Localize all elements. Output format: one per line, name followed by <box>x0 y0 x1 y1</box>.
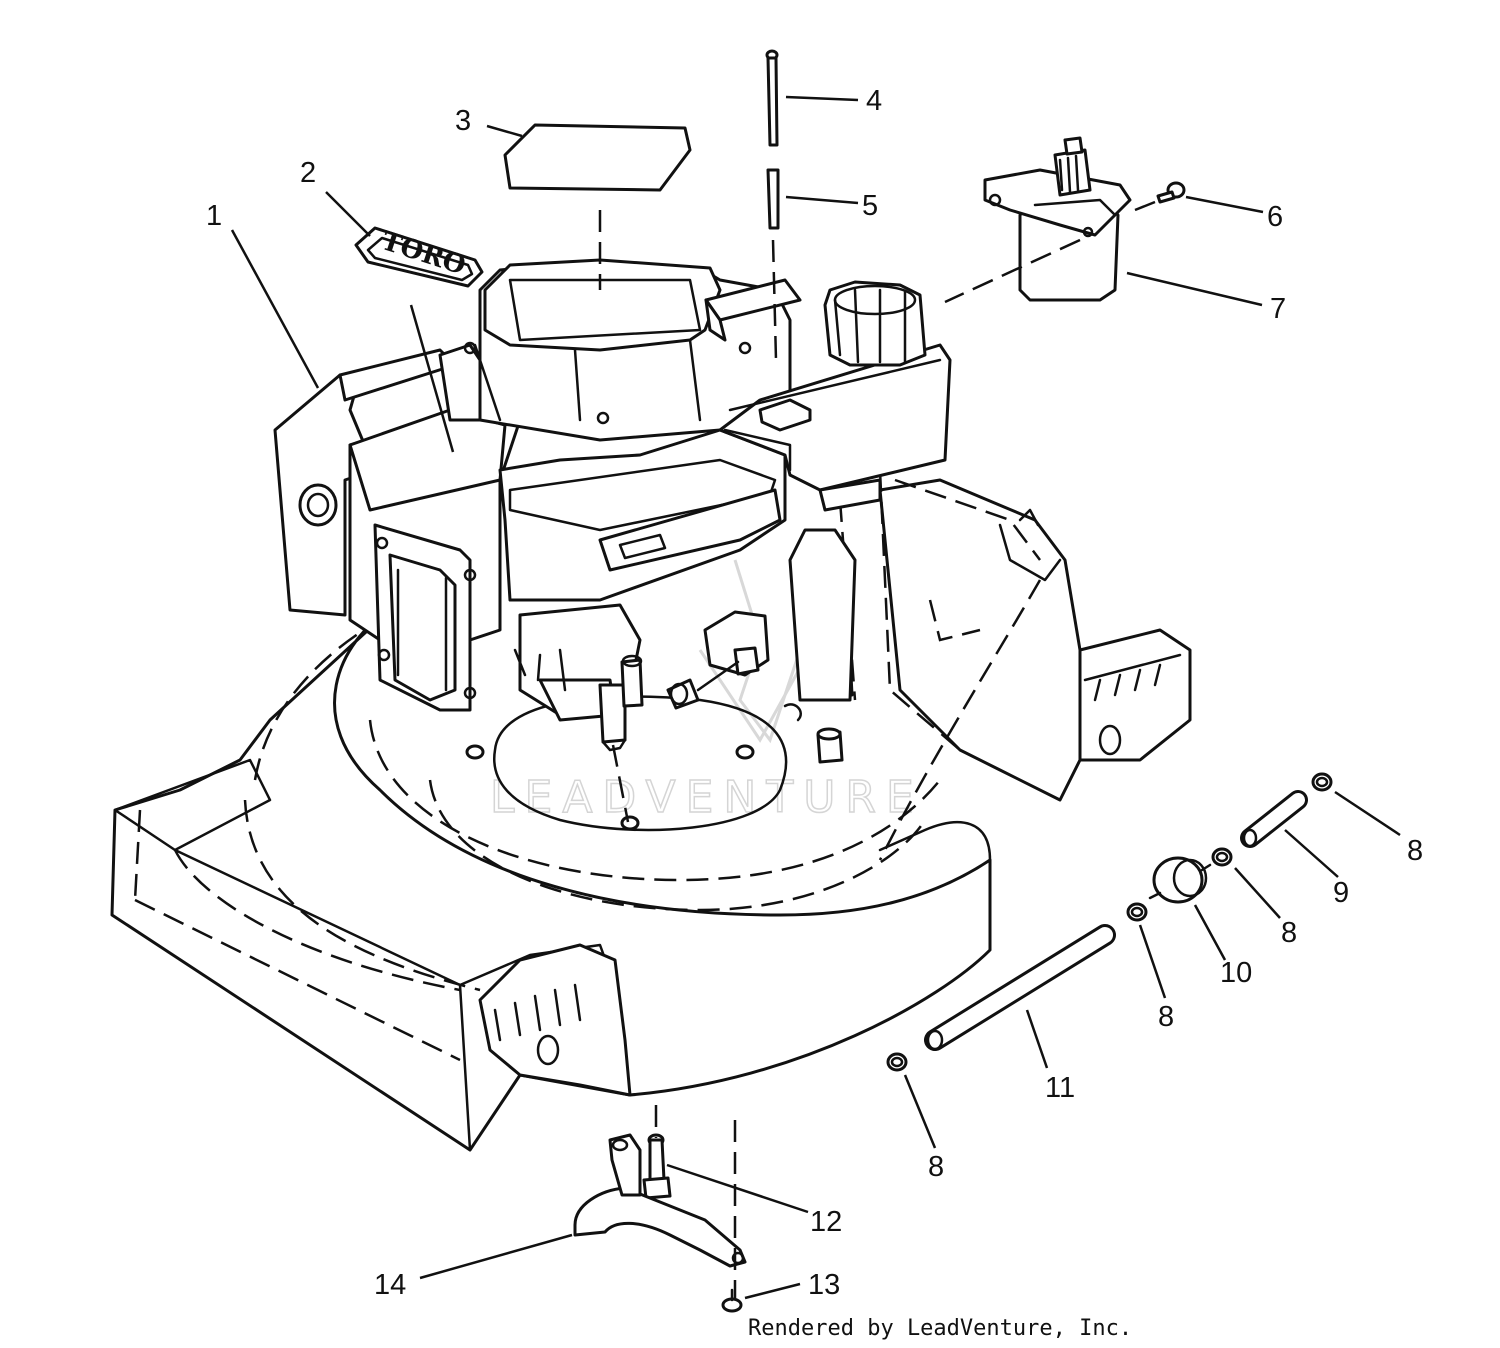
stud-bolt <box>642 1133 672 1200</box>
callout-8-clamp-d: 8 <box>928 1151 944 1183</box>
callout-7: 7 <box>1270 293 1286 325</box>
toro-decal: TORO <box>354 226 484 288</box>
hose-clamp <box>886 772 1333 1072</box>
small-screw <box>721 1288 743 1313</box>
callout-9: 9 <box>1333 877 1349 909</box>
callout-2: 2 <box>300 157 316 189</box>
callout-11: 11 <box>1045 1072 1075 1104</box>
starter-motor <box>983 136 1132 302</box>
callout-8-clamp-c: 8 <box>1158 1001 1174 1033</box>
mounting-bracket <box>573 1133 747 1268</box>
long-bolt <box>765 49 779 147</box>
watermark-text: LEADVENTURE <box>490 772 924 823</box>
mower-deck <box>110 469 1192 1152</box>
callout-12: 12 <box>810 1206 842 1238</box>
callout-8-clamp-a: 8 <box>1407 835 1423 867</box>
engine-assembly <box>273 258 952 752</box>
render-credit: Rendered by LeadVenture, Inc. <box>748 1316 1132 1341</box>
air-filter <box>503 123 692 192</box>
callout-10: 10 <box>1220 957 1252 989</box>
callout-4: 4 <box>866 85 882 117</box>
callout-3: 3 <box>455 105 471 137</box>
callout-labels: 1 2 3 4 5 6 7 8 8 8 8 9 10 11 12 13 14 <box>206 85 1423 1301</box>
callout-13: 13 <box>808 1269 840 1301</box>
assembly-lines <box>598 200 1156 1300</box>
small-bolt <box>1156 181 1186 204</box>
fuel-filter <box>1148 856 1212 904</box>
spacer-tube <box>766 168 780 230</box>
callout-8-clamp-b: 8 <box>1281 917 1297 949</box>
callout-leaders <box>230 95 1401 1300</box>
callout-1: 1 <box>206 200 222 232</box>
callout-14: 14 <box>374 1269 406 1301</box>
callout-5: 5 <box>862 190 878 222</box>
callout-6: 6 <box>1267 201 1283 233</box>
